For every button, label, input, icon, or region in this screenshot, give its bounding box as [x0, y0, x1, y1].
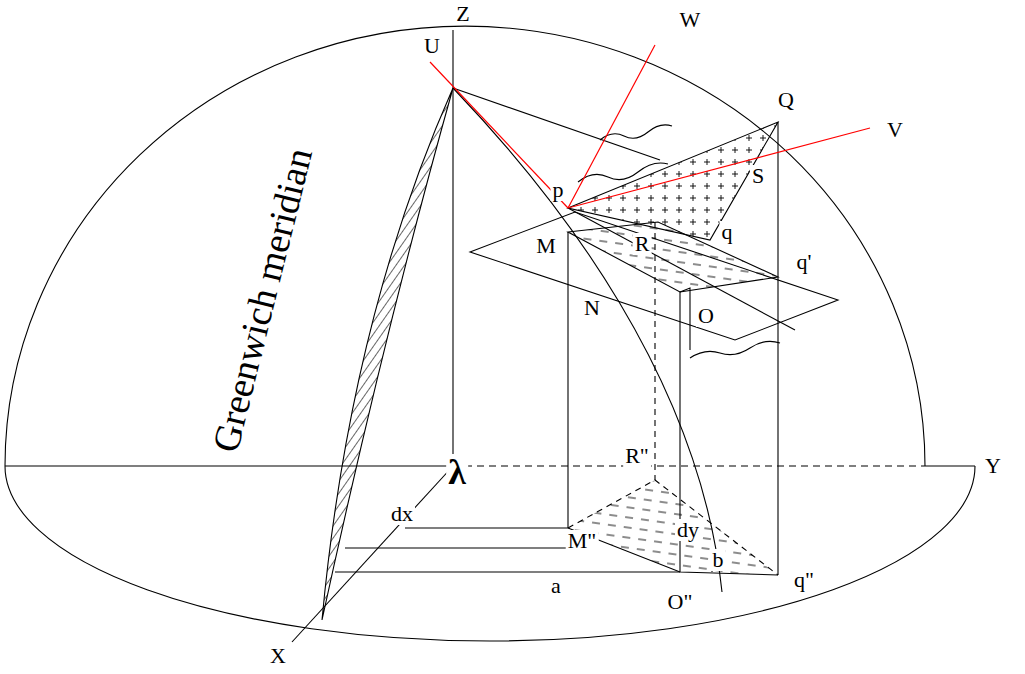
point-label: b	[711, 549, 726, 571]
y-axis	[453, 465, 925, 466]
ground-quad	[568, 480, 778, 575]
point-label: W	[678, 9, 703, 31]
point-label: q	[720, 221, 735, 243]
triangle-psq	[568, 122, 778, 240]
point-label: dy	[675, 519, 701, 541]
greenwich-meridian	[322, 88, 453, 620]
tangent-plane	[470, 212, 838, 340]
point-label: λ	[446, 454, 468, 490]
z-axis	[452, 30, 453, 466]
point-label: Z	[454, 3, 471, 25]
vertical-r	[654, 222, 655, 480]
point-label: M"	[566, 530, 599, 552]
v-axis	[568, 128, 870, 208]
point-label: U	[422, 35, 442, 57]
line-p-down	[568, 208, 795, 330]
dx-line	[345, 547, 568, 548]
equator-line	[5, 465, 453, 466]
point-label: p	[551, 179, 566, 201]
point-label: q"	[792, 569, 816, 591]
o-box	[680, 288, 690, 350]
hemisphere-outline	[5, 26, 925, 466]
point-label: S	[750, 165, 766, 187]
point-label: Y	[983, 455, 1003, 477]
equator-front	[5, 466, 975, 641]
point-label: Q	[776, 89, 796, 111]
point-label: dx	[389, 503, 415, 525]
pole-line	[453, 88, 660, 160]
point-label: V	[885, 119, 905, 141]
y-axis-end	[925, 465, 975, 466]
point-label: R	[633, 233, 652, 255]
vertical-m	[567, 232, 568, 528]
vertical-q	[777, 122, 778, 575]
ground-edge	[568, 480, 778, 575]
point-label: q'	[795, 251, 814, 273]
lower-plane	[568, 222, 778, 292]
wave-edge	[578, 163, 668, 182]
point-label: a	[549, 575, 563, 597]
x-axis	[292, 466, 453, 642]
wave-edge	[690, 341, 780, 358]
point-label: O	[696, 305, 716, 327]
meridian-label: Greenwich meridian	[205, 142, 318, 457]
point-label: N	[582, 297, 602, 319]
point-label: X	[268, 645, 288, 667]
point-label: R"	[623, 445, 651, 467]
point-label: M	[534, 235, 558, 257]
u-axis	[430, 62, 568, 208]
w-axis	[568, 45, 655, 208]
dx-line	[405, 527, 568, 528]
point-label: O"	[666, 591, 695, 613]
a-line	[335, 571, 680, 572]
ground-edge	[568, 528, 778, 575]
